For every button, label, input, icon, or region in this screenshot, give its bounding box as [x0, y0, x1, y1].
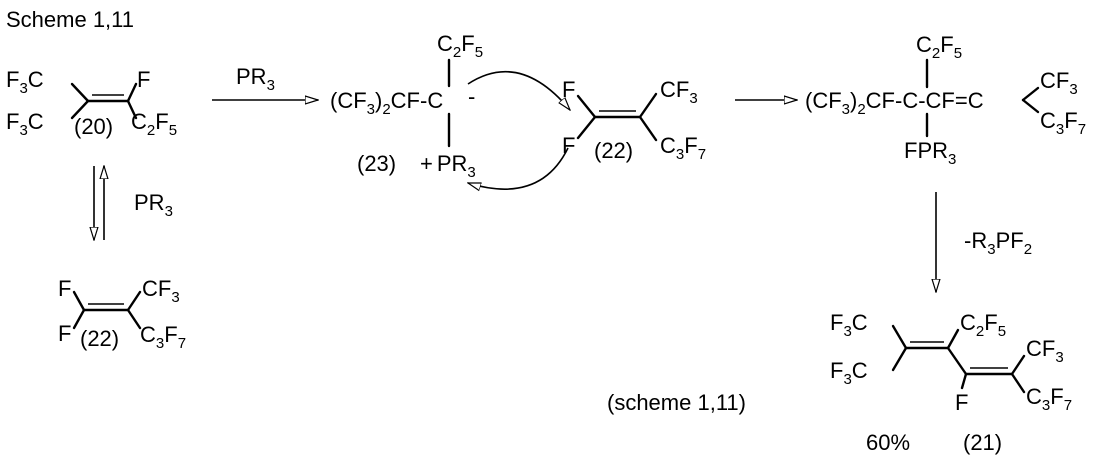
bond — [126, 99, 138, 120]
scheme-caption: (scheme 1,11) — [607, 390, 746, 415]
curved-arrow-fluoride — [468, 147, 569, 189]
bond — [946, 328, 960, 350]
group-cf3: CF3 — [660, 77, 698, 107]
group-cf3: CF3 — [1026, 336, 1064, 366]
anion-charge: - — [468, 84, 475, 109]
group-f: F — [955, 390, 968, 415]
compound-21-label: (21) — [963, 430, 1002, 455]
group-f: F — [562, 77, 575, 102]
compound-22-bottom: F F CF3 C3F7 (22) — [58, 276, 186, 352]
compound-21: F3C F3C C2F5 F CF3 C3F7 (21) 60% — [830, 310, 1072, 455]
curved-arrow-attack — [467, 70, 570, 110]
compound-20: F3C F3C F C2F5 (20) — [6, 67, 177, 139]
compound-22-label: (22) — [594, 138, 633, 163]
group-c2f5: C2F5 — [916, 32, 962, 62]
compound-23-label: (23) — [357, 151, 396, 176]
bond — [72, 290, 86, 312]
compound-22-middle: F F CF3 C3F7 (22) — [562, 77, 706, 163]
group-f: F — [58, 321, 71, 346]
bond — [1010, 372, 1026, 394]
compound-22-label: (22) — [80, 326, 119, 351]
bond — [126, 290, 142, 312]
adduct: C2F5 (CF3)2CF-C-CF=C CF3 C3F7 FPR3 — [805, 32, 1086, 168]
group-c3f7: C3F7 — [660, 133, 706, 163]
group-f: F — [58, 276, 71, 301]
group-f3c-bottom: F3C — [830, 358, 868, 388]
bond — [70, 82, 90, 103]
group-f3c-top: F3C — [6, 67, 44, 97]
bond — [638, 115, 658, 142]
bond — [891, 346, 908, 372]
bond — [946, 346, 968, 376]
compound-20-label: (20) — [74, 114, 113, 139]
group-c2f5: C2F5 — [131, 109, 177, 139]
bond — [576, 94, 597, 119]
bond — [1021, 86, 1040, 102]
bond — [960, 372, 968, 390]
reagent-elimination: -R3PF2 — [964, 228, 1032, 258]
group-f3c-top: F3C — [830, 310, 868, 340]
group-c3f7: C3F7 — [140, 322, 186, 352]
group-c2f5: C2F5 — [960, 310, 1006, 340]
phosphonium: +PR3 — [420, 151, 476, 181]
reagent-pr3-top: PR3 — [236, 64, 275, 94]
bond — [576, 115, 597, 140]
bond — [1010, 354, 1026, 376]
bond — [126, 308, 142, 330]
group-cf3: CF3 — [142, 276, 180, 306]
bond — [638, 92, 658, 119]
group-fpr3: FPR3 — [904, 138, 956, 168]
scheme-title: Scheme 1,11 — [6, 7, 134, 32]
bond — [70, 99, 90, 120]
group-c3f7: C3F7 — [1026, 384, 1072, 414]
reagent-pr3-side: PR3 — [134, 190, 173, 220]
bond — [1021, 98, 1040, 114]
bond — [72, 308, 86, 330]
intermediate-23: C2F5 (CF3)2CF-C - +PR3 (23) — [330, 31, 483, 181]
group-f3c-bottom: F3C — [6, 109, 44, 139]
yield-label: 60% — [866, 430, 910, 455]
group-cf3: CF3 — [1040, 68, 1078, 98]
group-c3f7: C3F7 — [1040, 108, 1086, 138]
bond — [126, 82, 138, 103]
group-cf3-2-cf-c: (CF3)2CF-C — [330, 88, 443, 118]
bond — [891, 324, 908, 350]
group-f: F — [137, 67, 150, 92]
group-f: F — [562, 133, 575, 158]
group-c2f5: C2F5 — [437, 31, 483, 61]
group-cf3-2-cf-c-cf-c: (CF3)2CF-C-CF=C — [805, 88, 984, 118]
